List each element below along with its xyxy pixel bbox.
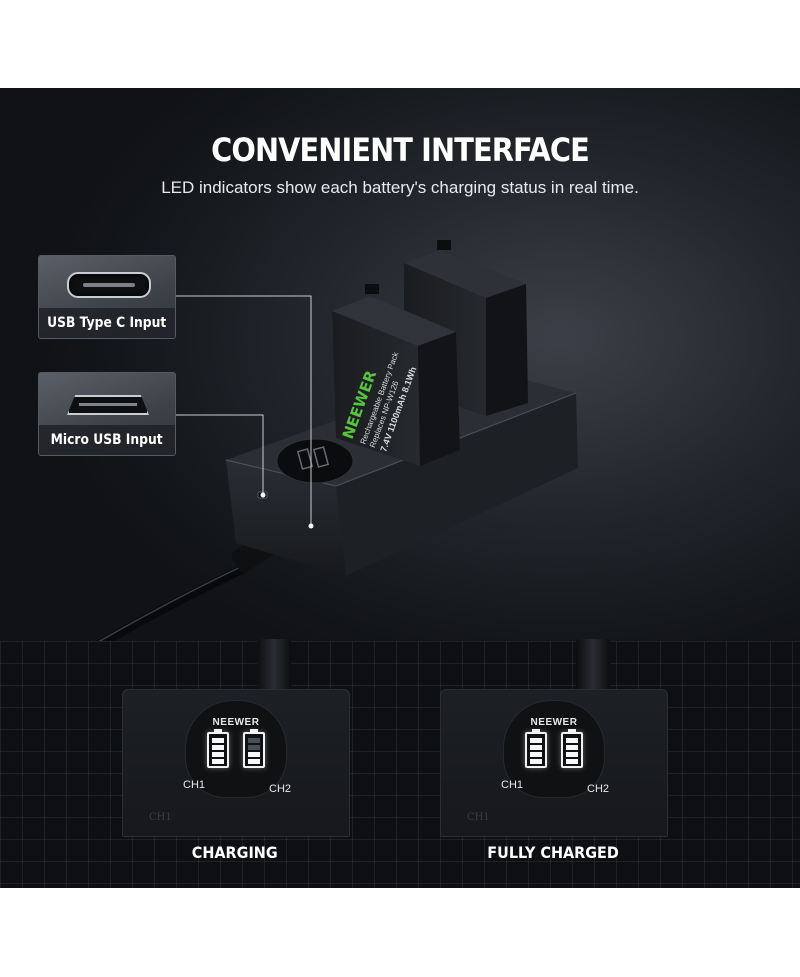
led-window bbox=[276, 438, 354, 484]
fully-charged-panel: NEEWER CH1 CH2 CH1 bbox=[440, 689, 668, 837]
ch1-label: CH1 bbox=[501, 779, 524, 791]
product-banner: NEEWER Rechargeable Battery Pack Replace… bbox=[0, 88, 800, 888]
ch2-label: CH2 bbox=[269, 783, 292, 795]
charger-scene: NEEWER Rechargeable Battery Pack Replace… bbox=[0, 240, 578, 707]
battery-ch1-icon bbox=[525, 729, 547, 768]
battery-ch2-icon bbox=[561, 729, 583, 768]
status-comparison: NEEWER CH1 CH2 CH1 CHARGING NEEWER bbox=[0, 639, 800, 888]
charging-caption: CHARGING bbox=[192, 843, 278, 862]
usb-type-c-tile: USB Type C Input bbox=[38, 255, 176, 339]
led-display: NEEWER bbox=[503, 700, 605, 798]
ch1-faint-label: CH1 bbox=[467, 812, 490, 823]
battery-ch2-icon bbox=[243, 729, 265, 768]
micro-usb-callout-line bbox=[174, 414, 264, 495]
usb-type-c-label: USB Type C Input bbox=[39, 308, 175, 338]
panel-brand: NEEWER bbox=[530, 717, 578, 728]
usb-c-callout-line bbox=[174, 295, 312, 526]
headline: CONVENIENT INTERFACE bbox=[211, 131, 590, 169]
charging-panel: NEEWER CH1 CH2 CH1 bbox=[122, 689, 350, 837]
micro-usb-tile: Micro USB Input bbox=[38, 372, 176, 456]
fully-charged-caption: FULLY CHARGED bbox=[487, 843, 619, 862]
usb-type-c-port-icon bbox=[39, 256, 175, 308]
ch2-label: CH2 bbox=[587, 783, 610, 795]
charger-front bbox=[226, 460, 346, 576]
cable-stub-left bbox=[257, 639, 291, 689]
charger-side bbox=[336, 393, 578, 576]
ch1-faint-label: CH1 bbox=[149, 812, 172, 823]
micro-usb-label: Micro USB Input bbox=[39, 425, 175, 455]
ch1-label: CH1 bbox=[183, 779, 206, 791]
led-display: NEEWER bbox=[185, 700, 287, 798]
battery-ch1-icon bbox=[207, 729, 229, 768]
subheadline: LED indicators show each battery's charg… bbox=[161, 178, 639, 197]
micro-usb-port-icon bbox=[39, 373, 175, 425]
panel-brand: NEEWER bbox=[212, 717, 260, 728]
cable-stub-right bbox=[576, 639, 610, 689]
